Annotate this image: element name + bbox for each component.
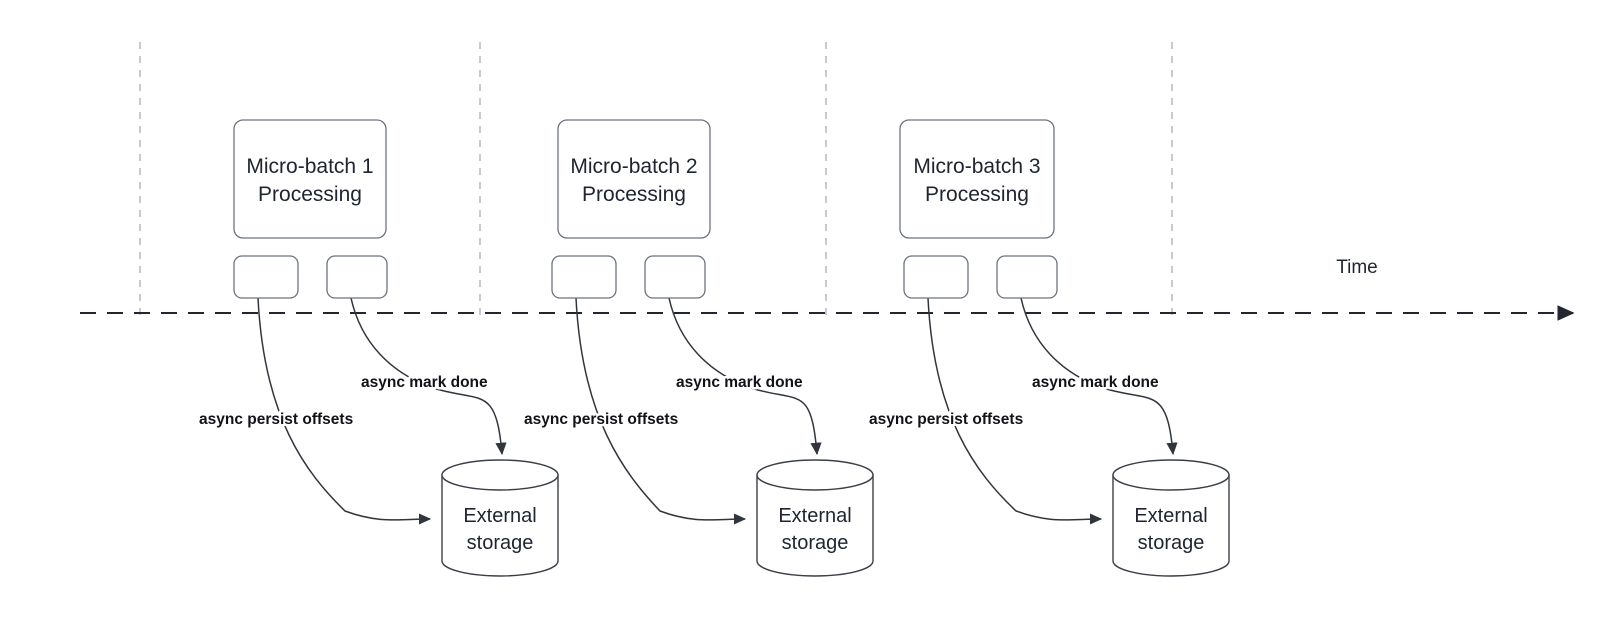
guide-lines-layer bbox=[139, 42, 1173, 318]
cylinder-body bbox=[1112, 474, 1230, 577]
storage-label-line1: External bbox=[463, 505, 536, 527]
edge-labels-layer: async persist offsets async persist offse… bbox=[197, 372, 1162, 431]
timeline-layer: Time bbox=[80, 257, 1575, 321]
persist-offsets-label-2-halo: async persist offsets bbox=[524, 411, 678, 428]
mark-done-label-1-halo: async mark done bbox=[361, 374, 488, 391]
task-box-3-2[interactable] bbox=[996, 255, 1058, 299]
process-label-line2: Processing bbox=[258, 183, 362, 206]
cylinder-body bbox=[441, 474, 559, 577]
storage-label-line2: storage bbox=[782, 532, 849, 554]
persist-offsets-label-2: async persist offsets bbox=[524, 411, 678, 428]
flow-edges-layer bbox=[257, 297, 1178, 525]
mark-done-edge-1 bbox=[350, 297, 507, 456]
external-storage-1[interactable]: External storage bbox=[441, 459, 559, 577]
persist-offsets-edge-2 bbox=[575, 297, 747, 525]
process-label-line1: Micro-batch 2 bbox=[570, 155, 697, 178]
mark-done-label-2: async mark done bbox=[676, 374, 803, 391]
storage-label-line1: External bbox=[1134, 505, 1207, 527]
external-storage-2[interactable]: External storage bbox=[756, 459, 874, 577]
mark-done-label-1: async mark done bbox=[361, 374, 488, 391]
persist-offsets-label-1: async persist offsets bbox=[199, 411, 353, 428]
cylinder-top bbox=[441, 459, 559, 491]
storage-label-line2: storage bbox=[467, 532, 534, 554]
external-storage-3[interactable]: External storage bbox=[1112, 459, 1230, 577]
process-node-3[interactable]: Micro-batch 3 Processing bbox=[899, 119, 1055, 239]
process-label-line2: Processing bbox=[925, 183, 1029, 206]
cylinder-top bbox=[1112, 459, 1230, 491]
process-label-line1: Micro-batch 1 bbox=[246, 155, 373, 178]
process-label-line2: Processing bbox=[582, 183, 686, 206]
mark-done-label-2-halo: async mark done bbox=[676, 374, 803, 391]
task-box-2-1[interactable] bbox=[551, 255, 617, 299]
cylinder-body bbox=[756, 474, 874, 577]
process-box[interactable] bbox=[233, 119, 387, 239]
persist-offsets-edge-1 bbox=[257, 297, 432, 525]
storage-label-line1: External bbox=[778, 505, 851, 527]
mark-done-label-3: async mark done bbox=[1032, 374, 1159, 391]
process-box[interactable] bbox=[899, 119, 1055, 239]
process-box[interactable] bbox=[557, 119, 711, 239]
mark-done-label-3-halo: async mark done bbox=[1032, 374, 1159, 391]
time-axis-label: Time bbox=[1336, 257, 1378, 278]
process-node-2[interactable]: Micro-batch 2 Processing bbox=[557, 119, 711, 239]
task-box-3-1[interactable] bbox=[903, 255, 969, 299]
task-box-1-1[interactable] bbox=[233, 255, 299, 299]
persist-offsets-edge-3 bbox=[927, 297, 1103, 525]
process-node-1[interactable]: Micro-batch 1 Processing bbox=[233, 119, 387, 239]
mark-done-edge-2 bbox=[668, 297, 822, 456]
process-label-line1: Micro-batch 3 bbox=[913, 155, 1040, 178]
storage-label-line2: storage bbox=[1138, 532, 1205, 554]
cylinder-top bbox=[756, 459, 874, 491]
mark-done-edge-3 bbox=[1020, 297, 1178, 456]
persist-offsets-label-1-halo: async persist offsets bbox=[199, 411, 353, 428]
persist-offsets-label-3-halo: async persist offsets bbox=[869, 411, 1023, 428]
task-box-2-2[interactable] bbox=[644, 255, 706, 299]
persist-offsets-label-3: async persist offsets bbox=[869, 411, 1023, 428]
task-box-1-2[interactable] bbox=[326, 255, 388, 299]
